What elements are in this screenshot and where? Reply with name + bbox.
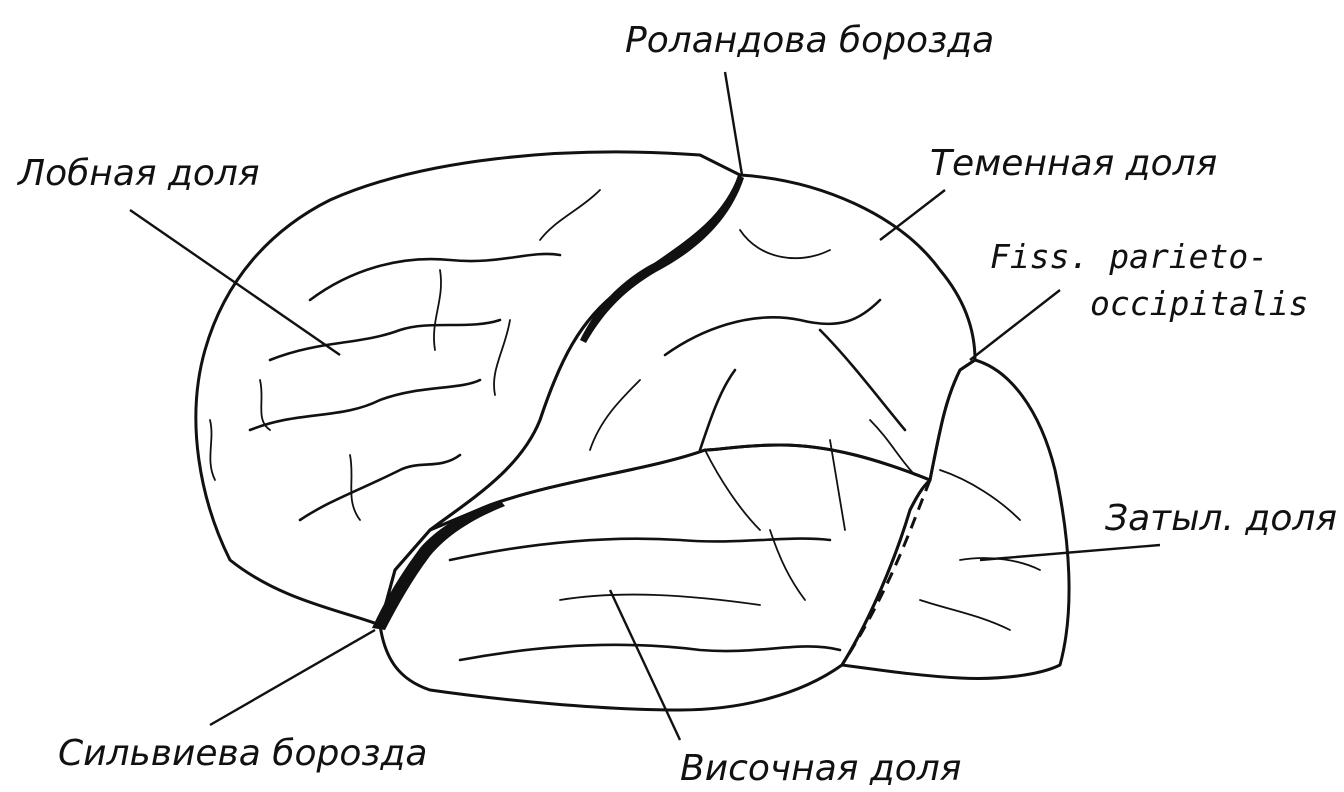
rolandic-sulcus-label: Роландова борозда	[625, 20, 994, 61]
temporal-occipital-boundary	[842, 480, 930, 665]
rolandic-leader	[725, 72, 742, 175]
sylvian-leader	[210, 630, 375, 725]
frontal-lobe-label: Лобная доля	[16, 153, 260, 194]
occipital-lobe-label: Затыл. доля	[1105, 498, 1337, 539]
occipital-leader	[980, 545, 1160, 560]
temporal-leader	[610, 590, 680, 740]
frontal-leader	[130, 210, 340, 355]
parietal-sulci	[590, 230, 915, 475]
occipital-lobe-region	[842, 360, 1069, 678]
rolandic-sulcus-mark	[580, 175, 744, 343]
parietal-lobe-region	[430, 175, 975, 530]
frontal-lobe-region	[196, 152, 740, 625]
temporal-lobe-label: Височная доля	[680, 748, 961, 789]
frontal-sulci	[210, 190, 600, 520]
temporal-lobe-region	[380, 445, 930, 710]
sylvian-fissure-label: Сильвиева борозда	[58, 733, 427, 774]
parietal-leader	[880, 190, 945, 240]
parietal-lobe-label: Теменная доля	[930, 143, 1217, 184]
fissure-label-line2: occipitalis	[1090, 284, 1309, 323]
fissure-label-line1: Fiss. parieto-	[990, 237, 1268, 276]
sylvian-fissure-mark	[372, 500, 505, 630]
fissure-leader	[970, 290, 1060, 360]
occipital-sulci	[920, 470, 1040, 630]
temporal-sulci	[450, 440, 845, 660]
